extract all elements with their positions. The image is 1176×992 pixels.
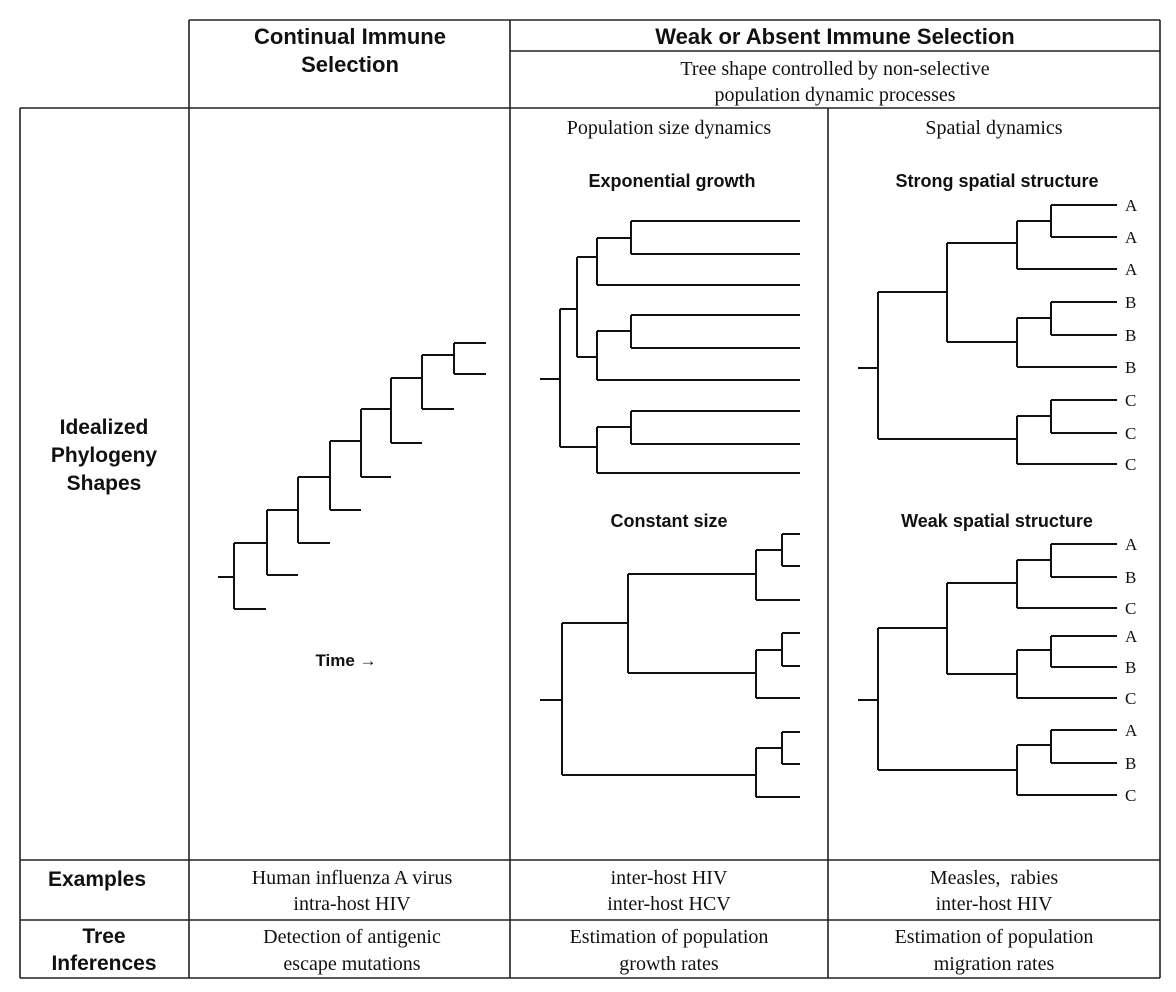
subheader-population-size-dynamics: Population size dynamics: [567, 117, 772, 139]
exponential-tree-branches: [559, 220, 800, 474]
weak-spatial-tree: [858, 543, 1117, 796]
example-continual-line1: Human influenza A virus: [252, 867, 453, 889]
weak-leaf-label: C: [1125, 786, 1136, 805]
ladder-tree: [218, 342, 486, 610]
example-population-line2: inter-host HCV: [607, 893, 731, 915]
strong-leaf-label: B: [1125, 326, 1136, 345]
ladder-tree-branches: [233, 342, 486, 610]
weak-leaf-label: A: [1125, 535, 1138, 554]
weak-leaf-label: B: [1125, 658, 1136, 677]
row-label-idealized-line1: Idealized: [60, 416, 149, 439]
example-spatial-line2: inter-host HIV: [936, 893, 1053, 915]
strong-leaf-label: B: [1125, 358, 1136, 377]
panel-title-weak-spatial-structure: Weak spatial structure: [901, 511, 1093, 531]
header-weak-subtitle-line1: Tree shape controlled by non-selective: [680, 58, 989, 80]
panel-title-strong-spatial-structure: Strong spatial structure: [895, 171, 1098, 191]
header-continual-line1: Continual Immune: [254, 24, 446, 49]
panel-title-exponential-growth: Exponential growth: [588, 171, 755, 191]
subheader-spatial-dynamics: Spatial dynamics: [925, 117, 1062, 139]
weak-tree-branches: [877, 543, 1117, 796]
row-label-inferences-line2: Inferences: [51, 952, 156, 975]
inference-population-line2: growth rates: [619, 953, 719, 975]
strong-leaf-label: A: [1125, 196, 1138, 215]
weak-leaf-label: B: [1125, 754, 1136, 773]
weak-leaf-label: C: [1125, 599, 1136, 618]
inference-spatial-line2: migration rates: [934, 953, 1055, 975]
panel-title-constant-size: Constant size: [610, 511, 727, 531]
header-continual-line2: Selection: [301, 52, 399, 77]
constant-size-tree: [540, 533, 800, 798]
row-label-examples: Examples: [48, 868, 146, 891]
exponential-growth-tree: [540, 220, 800, 474]
strong-tree-branches: [877, 204, 1117, 465]
weak-leaf-label: A: [1125, 721, 1138, 740]
header-weak-selection: Weak or Absent Immune Selection: [655, 24, 1014, 49]
constant-tree-branches: [561, 533, 800, 798]
weak-leaf-label: C: [1125, 689, 1136, 708]
inference-population-line1: Estimation of population: [570, 926, 769, 948]
strong-spatial-tree: [858, 204, 1117, 465]
row-label-idealized-line3: Shapes: [67, 472, 142, 495]
weak-leaf-label: A: [1125, 627, 1138, 646]
time-axis-label: Time →: [315, 651, 376, 670]
strong-leaf-label: C: [1125, 455, 1136, 474]
strong-leaf-label: C: [1125, 424, 1136, 443]
example-continual-line2: intra-host HIV: [293, 893, 411, 915]
strong-leaf-label: C: [1125, 391, 1136, 410]
row-label-idealized-line2: Phylogeny: [51, 444, 158, 467]
strong-leaf-label: A: [1125, 260, 1138, 279]
row-label-inferences-line1: Tree: [82, 925, 125, 948]
inference-continual-line1: Detection of antigenic: [263, 926, 441, 948]
strong-leaf-label: B: [1125, 293, 1136, 312]
inference-continual-line2: escape mutations: [283, 953, 420, 975]
strong-leaf-label: A: [1125, 228, 1138, 247]
inference-spatial-line1: Estimation of population: [895, 926, 1094, 948]
table-grid: [19, 19, 1161, 979]
example-population-line1: inter-host HIV: [611, 867, 728, 889]
example-spatial-line1: Measles, rabies: [930, 867, 1059, 889]
header-weak-subtitle-line2: population dynamic processes: [714, 84, 955, 106]
weak-leaf-label: B: [1125, 568, 1136, 587]
